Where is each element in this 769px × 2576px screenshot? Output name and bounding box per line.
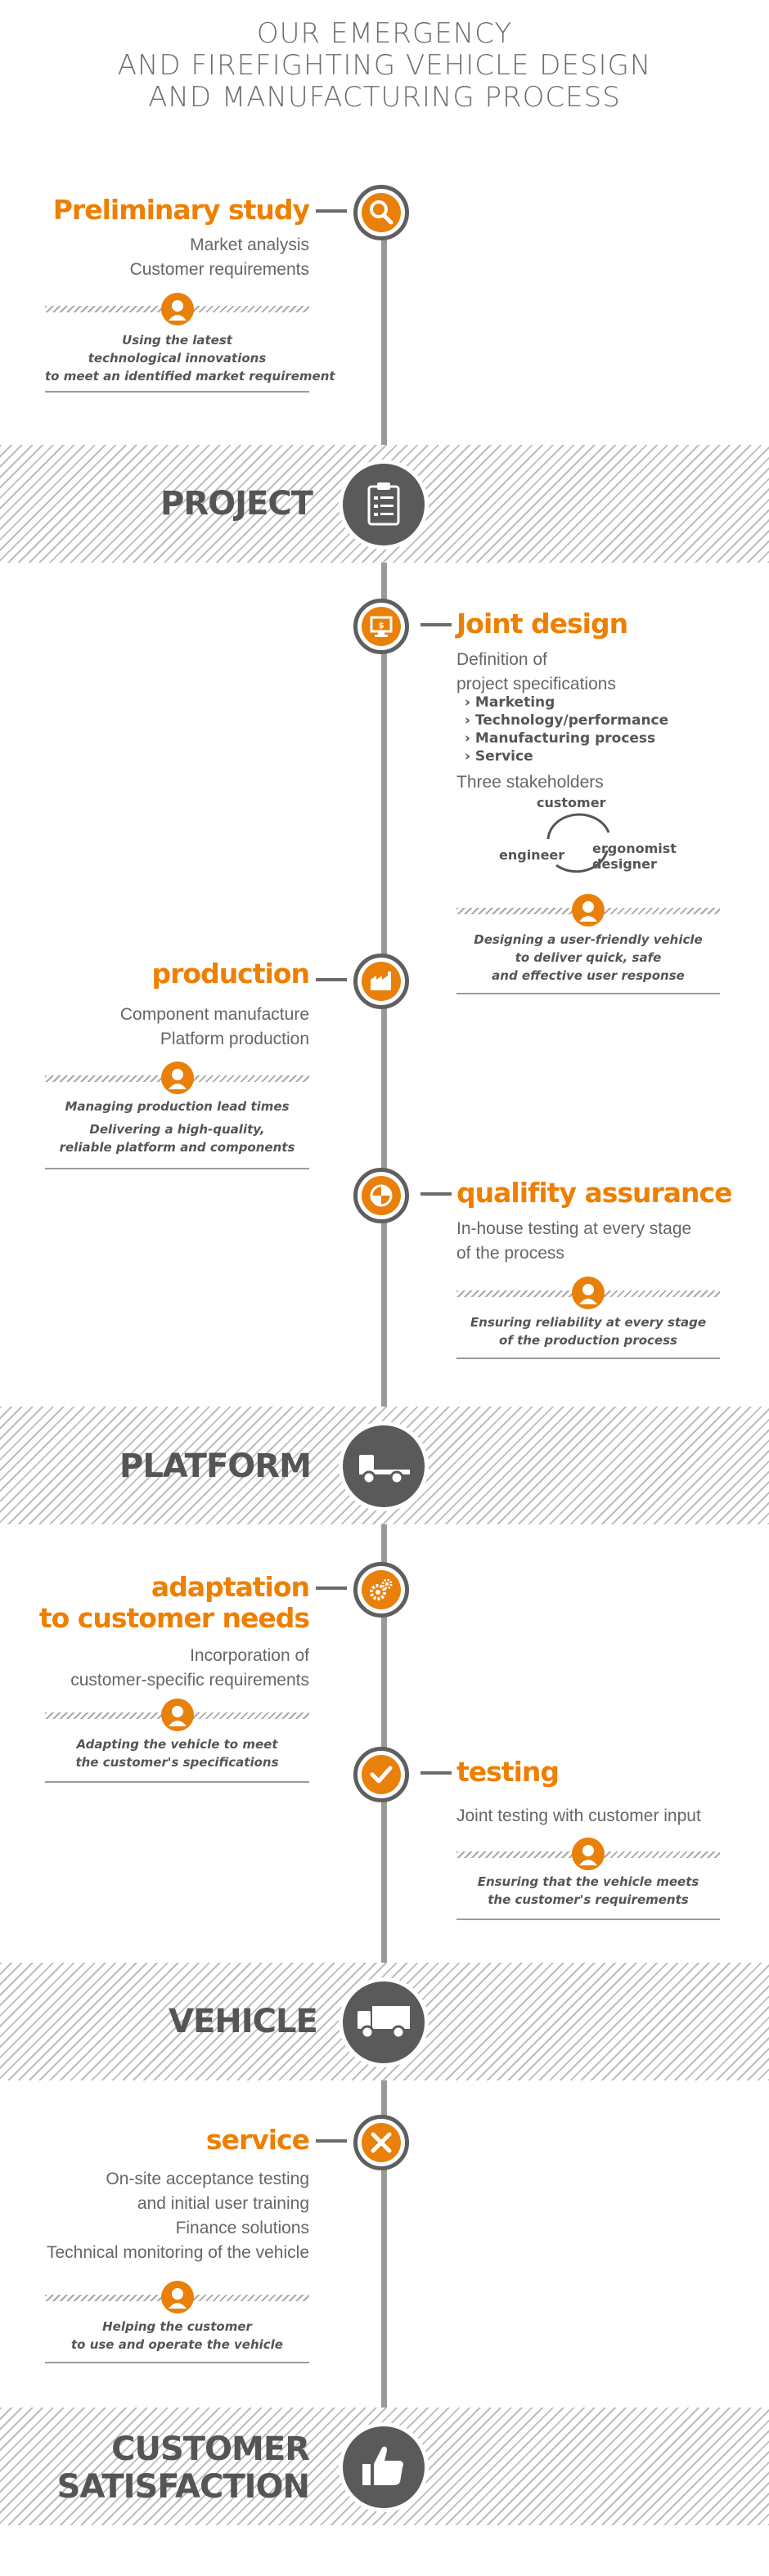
thumbs-up-icon [362,2446,403,2485]
person-icon [572,1838,605,1870]
connector [420,1771,452,1775]
testing-details: Joint testing with customer input [456,1806,701,1825]
quality-assurance-details: In-house testing at every stage of the p… [456,1219,692,1263]
joint-design-note: Designing a user-friendly vehicle to del… [474,932,703,983]
svg-text:$: $ [379,622,384,631]
page-title: OUR EMERGENCY AND FIREFIGHTING VEHICLE D… [117,17,652,114]
service-details: On-site acceptance testing and initial u… [46,2170,309,2262]
service-title: service [205,2124,310,2156]
customer-satisfaction-node [339,2422,429,2512]
stakeholder-designer: designer [592,856,657,872]
tools-icon [371,2132,392,2153]
preliminary-study-note: Using the latest technological innovatio… [45,333,335,384]
gears-icon [370,1578,393,1600]
connector [316,209,347,213]
platform-node [339,1421,429,1511]
note-underline [45,1168,309,1169]
customer-satisfaction-label: CUSTOMER SATISFACTION [56,2430,310,2506]
joint-design-details: Definition of project specifications [456,650,616,693]
note-underline [456,1919,720,1920]
preliminary-study-node [353,185,409,240]
testing-node [353,1747,409,1802]
production-note: Managing production lead times Deliverin… [59,1099,295,1155]
note-underline [45,1781,309,1783]
adaptation-node [353,1562,409,1618]
vehicle-node [339,1977,429,2067]
quality-seal-icon [370,1184,393,1207]
quality-assurance-node [353,1168,409,1223]
stakeholders-label: Three stakeholders [456,773,604,792]
person-icon [161,1061,194,1094]
magnifier-icon [370,200,393,225]
checkmark-icon [370,1766,393,1784]
connector [316,978,347,981]
quality-assurance-note: Ensuring reliability at every stage of t… [470,1315,707,1348]
project-node [339,460,429,550]
connector [420,623,452,626]
preliminary-study-title: Preliminary study [52,194,310,226]
preliminary-study-details: Market analysis Customer requirements [129,236,309,279]
note-underline [45,2362,309,2363]
quality-assurance-title: qualifity assurance [456,1177,732,1209]
note-underline [456,993,720,994]
stakeholders-cycle [546,813,610,873]
adaptation-details: Incorporation of customer-specific requi… [70,1646,309,1690]
platform-label: PLATFORM [119,1447,312,1485]
person-icon [572,1277,605,1309]
testing-title: testing [456,1756,560,1788]
clipboard-icon [367,482,400,526]
joint-design-node: $ [353,599,409,654]
note-underline [456,1358,720,1359]
person-icon [161,1699,194,1731]
timeline-line [381,237,387,2453]
person-icon [161,2281,194,2313]
testing-note: Ensuring that the vehicle meets the cust… [477,1874,699,1907]
adaptation-note: Adapting the vehicle to meet the custome… [75,1737,279,1770]
stakeholder-customer: customer [537,795,606,810]
factory-icon [371,972,391,990]
service-node [353,2115,409,2170]
truck-chassis-icon [359,1455,410,1485]
adaptation-title: adaptation to customer needs [38,1571,310,1634]
service-note: Helping the customer to use and operate … [71,2319,283,2352]
joint-design-title: Joint design [456,608,628,640]
stakeholder-engineer: engineer [499,847,565,863]
connector [316,1586,347,1590]
production-node [353,954,409,1009]
note-underline [45,391,309,393]
truck-icon [358,2006,410,2040]
connector [316,2139,347,2143]
production-title: production [151,958,311,990]
joint-design-bullets: › Marketing › Technology/performance › M… [465,694,669,765]
monitor-icon: $ [370,616,393,637]
production-details: Component manufacture Platform productio… [119,1005,309,1048]
vehicle-label: VEHICLE [169,2003,318,2040]
person-icon [572,894,605,927]
person-icon [161,293,194,325]
project-label: PROJECT [160,485,313,523]
stakeholder-ergonomist: ergonomist [592,841,677,856]
connector [420,1192,452,1196]
